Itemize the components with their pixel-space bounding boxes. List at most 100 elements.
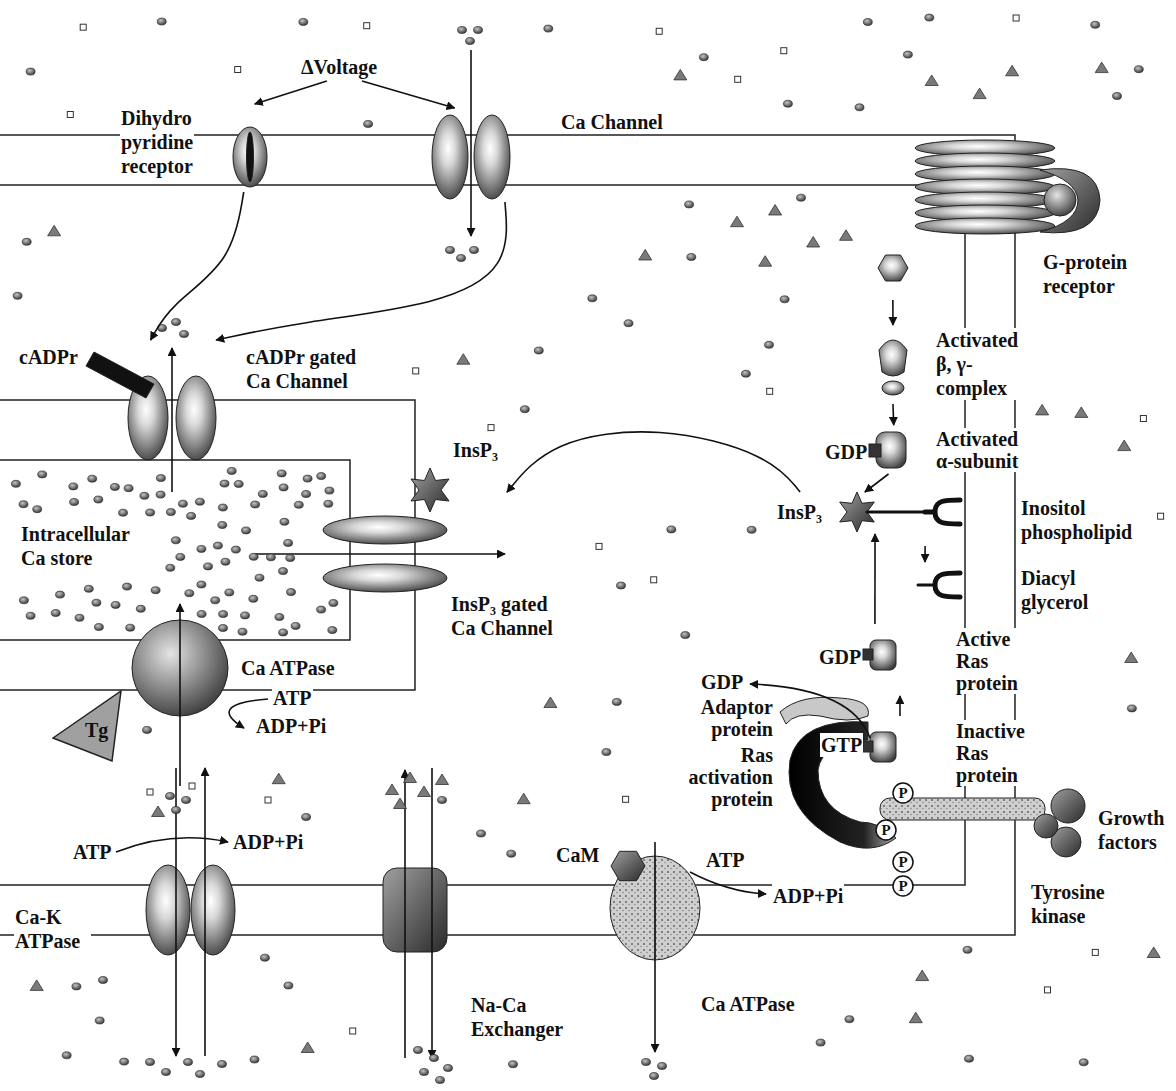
ion-scatter <box>769 205 782 216</box>
node-text: Na-Ca Exchanger <box>470 993 577 1041</box>
ion-scatter <box>1125 652 1138 663</box>
ion-scatter <box>681 632 690 639</box>
ion-scatter <box>99 977 108 984</box>
channel-shapes <box>383 868 447 952</box>
ion-scatter <box>303 475 312 482</box>
text-slot: Activated α-subunit <box>935 428 1032 472</box>
ion-scatter <box>187 512 196 519</box>
ion-scatter <box>136 605 145 612</box>
ion-scatter <box>166 564 175 571</box>
ion-scatter <box>221 558 230 565</box>
phosphate-circle <box>876 820 896 840</box>
ion-scatter <box>249 553 258 560</box>
phosphate-circle: P <box>892 875 914 897</box>
ion-scatter <box>765 341 774 348</box>
ion-scatter <box>364 120 373 127</box>
ion-scatter <box>156 475 165 482</box>
ion-scatter <box>596 543 602 549</box>
node-text: Ca-K ATPase <box>14 905 91 953</box>
ion-scatter <box>124 485 133 492</box>
ion-clusters <box>418 786 431 797</box>
text-slot: Inactive Ras protein <box>955 720 1026 786</box>
signal-arrow <box>151 192 244 340</box>
ion-scatter <box>19 597 28 604</box>
flow-arrows <box>171 348 173 492</box>
flow-arrows <box>690 872 766 894</box>
ion-scatter <box>94 496 103 503</box>
ion-scatter <box>211 597 220 604</box>
ion-scatter <box>973 88 986 99</box>
ion-scatter <box>126 624 135 631</box>
signal-arrow <box>924 546 926 562</box>
alpha-subunit: Activated α-subunit <box>868 425 1035 474</box>
ion-scatter <box>1079 1059 1088 1066</box>
ion-scatter <box>219 625 228 632</box>
signalling-shapes <box>1044 184 1076 216</box>
annotation-label: ADP+Pi <box>772 884 844 908</box>
cadpr-channel: cADPr gated Ca Channel <box>120 340 375 462</box>
ion-scatter <box>30 980 43 991</box>
node-text: Activated α-subunit <box>935 428 1032 472</box>
ion-scatter <box>1113 93 1122 100</box>
ion-scatter <box>863 19 872 26</box>
channel-shapes <box>432 115 468 199</box>
flow-arrows <box>431 768 433 1058</box>
ion-scatter <box>38 471 47 478</box>
ion-scatter <box>234 480 243 487</box>
ion-clusters <box>436 1077 445 1084</box>
ion-scatter <box>1134 66 1143 73</box>
signal-arrow <box>362 81 455 108</box>
annotation-label: Ras activation protein <box>684 744 774 810</box>
ion-scatter <box>291 622 300 629</box>
ion-scatter <box>909 1012 922 1023</box>
ion-clusters <box>196 1071 205 1078</box>
ion-scatter <box>617 582 626 589</box>
node-text: ΔVoltage <box>300 55 378 79</box>
ion-clusters <box>457 255 466 262</box>
cell-membrane <box>0 185 965 885</box>
phosphate-circle <box>893 852 913 872</box>
ion-clusters <box>466 38 475 45</box>
label-slot: ADP+Pi <box>772 884 844 908</box>
signal-arrow <box>865 474 889 492</box>
ion-scatter <box>1045 987 1051 993</box>
ras-protein: Active Ras protein <box>862 624 1030 696</box>
inhibitor-triangle <box>53 691 121 761</box>
ion-scatter <box>119 509 128 516</box>
g-protein-receptor: G-protein receptor <box>875 135 1150 300</box>
label-slot: ATP <box>705 848 746 872</box>
text-slot: InsP₃ gated Ca Channel <box>450 592 577 640</box>
insp3-channel: InsP₃ gated Ca Channel <box>320 515 580 642</box>
text-slot: P <box>898 878 909 894</box>
text-slot: P <box>881 822 892 838</box>
ion-scatter <box>656 28 662 34</box>
ion-scatter <box>797 194 806 201</box>
inositol-phospholipid: Inositol phospholipid <box>905 494 1136 546</box>
text-slot: P <box>898 785 909 801</box>
ion-scatter <box>22 238 31 245</box>
ion-scatter <box>783 100 792 107</box>
flow-arrows <box>116 838 228 852</box>
ion-scatter <box>95 1017 104 1024</box>
ion-scatter <box>517 793 530 804</box>
signalling-shapes <box>789 722 896 848</box>
ion-scatter <box>780 296 789 303</box>
node-text: P <box>898 878 909 894</box>
ion-clusters <box>444 1065 453 1072</box>
ion-scatter <box>325 487 334 494</box>
ion-scatter <box>651 577 657 583</box>
ion-clusters <box>146 27 667 1084</box>
ion-scatter <box>48 225 61 236</box>
ion-scatter <box>151 587 160 594</box>
ion-scatter <box>329 600 338 607</box>
text-slot: Ca ATPase <box>240 656 336 680</box>
node-text: InsP₃ <box>776 500 823 524</box>
ion-scatter <box>260 954 269 961</box>
channel-shapes <box>146 865 190 955</box>
ion-scatter <box>544 697 557 708</box>
ion-clusters <box>189 783 195 789</box>
label-slot: ADP+Pi <box>255 714 327 738</box>
ion-scatter <box>488 425 494 431</box>
